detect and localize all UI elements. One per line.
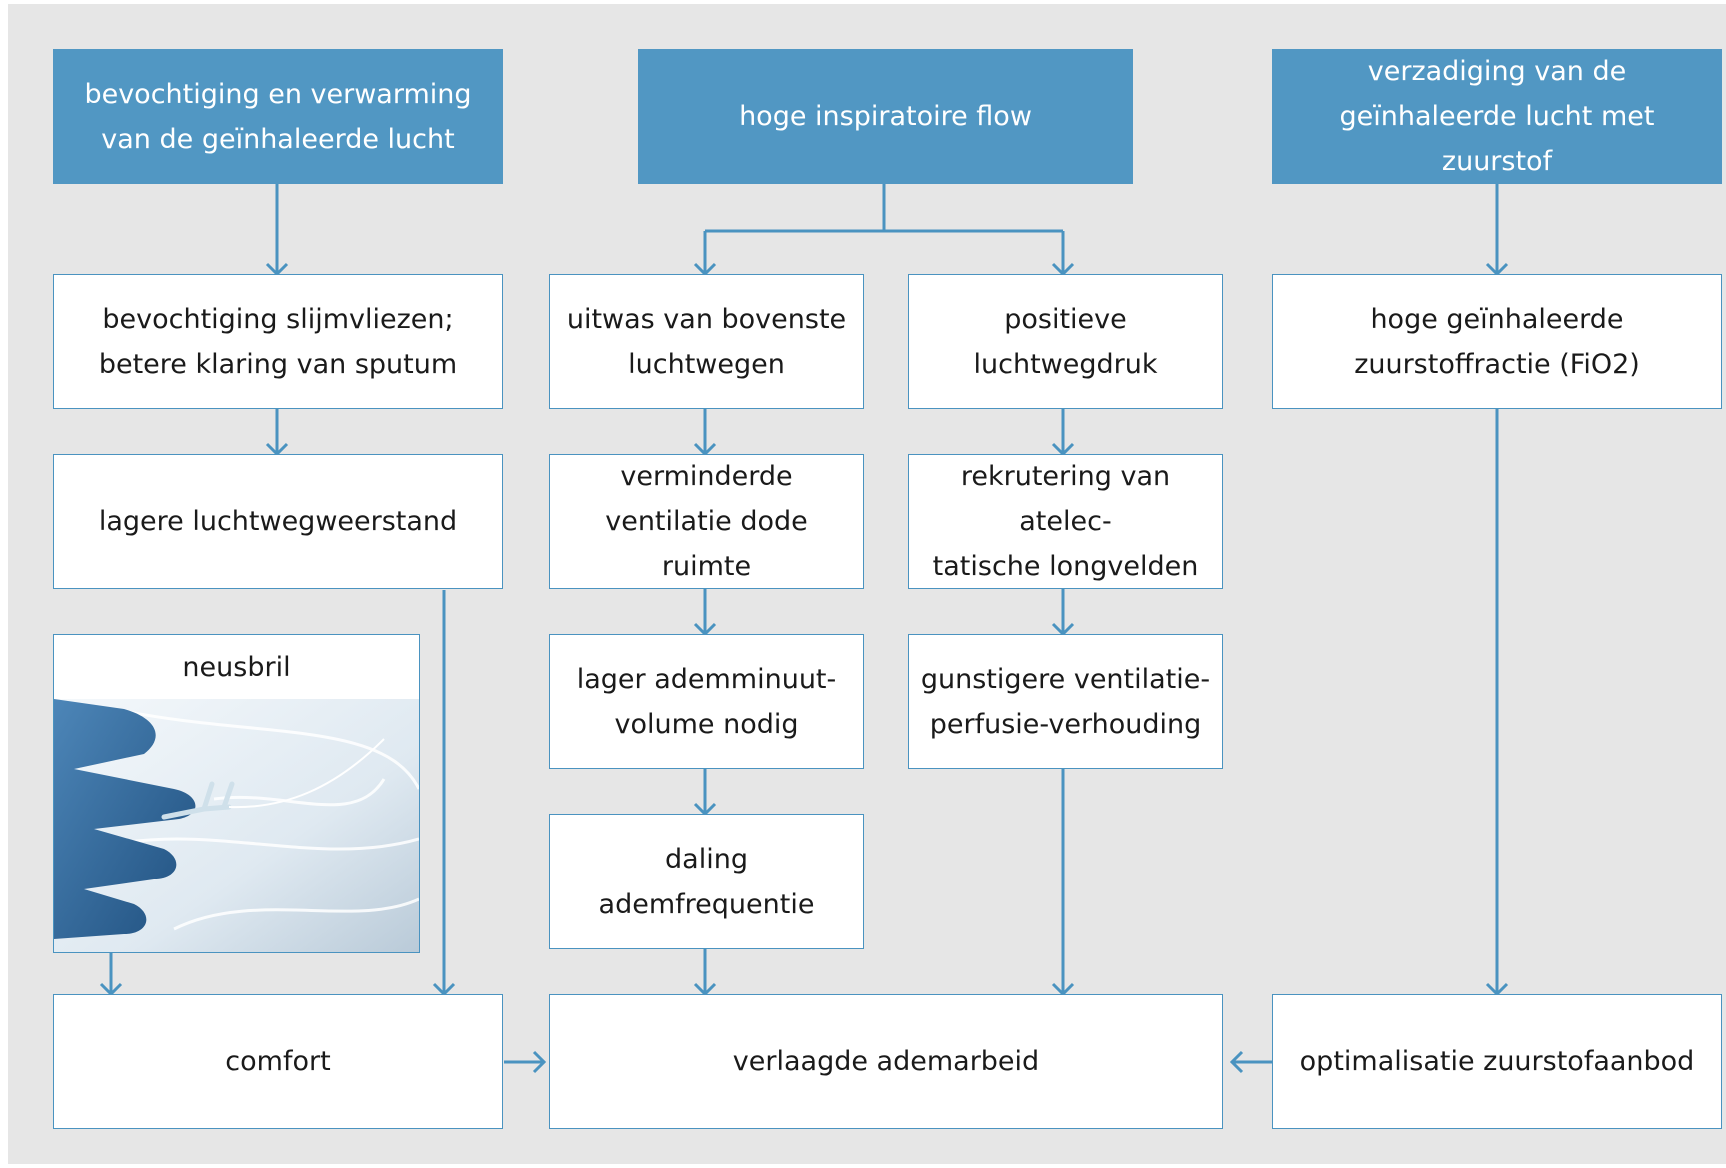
- node-atelectasis-recruitment: rekrutering van atelec- tatische longvel…: [908, 454, 1223, 589]
- header-high-flow: hoge inspiratoire flow: [638, 49, 1133, 184]
- node-optimized-oxygen-supply: optimalisatie zuurstofaanbod: [1272, 994, 1722, 1129]
- header-oxygen-saturation: verzadiging van de geïnhaleerde lucht me…: [1272, 49, 1722, 184]
- node-reduced-work-of-breathing: verlaagde ademarbeid: [549, 994, 1223, 1129]
- header-humidification: bevochtiging en verwarming van de geïnha…: [53, 49, 503, 184]
- node-lower-minute-volume: lager ademminuut- volume nodig: [549, 634, 864, 769]
- node-high-fio2: hoge geïnhaleerde zuurstoffractie (FiO2): [1272, 274, 1722, 409]
- node-reduced-dead-space: verminderde ventilatie dode ruimte: [549, 454, 864, 589]
- node-frequency-decrease: daling ademfrequentie: [549, 814, 864, 949]
- node-upper-airway-washout: uitwas van bovenste luchtwegen: [549, 274, 864, 409]
- connector-arrows: [99, 184, 1509, 1074]
- node-better-vq-ratio: gunstigere ventilatie- perfusie-verhoudi…: [908, 634, 1223, 769]
- nasal-cannula-photo: [53, 699, 420, 953]
- node-positive-airway-pressure: positieve luchtwegdruk: [908, 274, 1223, 409]
- photo-label-neusbril: neusbril: [53, 634, 420, 700]
- diagram-canvas: bevochtiging en verwarming van de geïnha…: [8, 4, 1726, 1164]
- node-comfort: comfort: [53, 994, 503, 1129]
- node-mucosa-humidification: bevochtiging slijmvliezen; betere klarin…: [53, 274, 503, 409]
- node-lower-airway-resistance: lagere luchtwegweerstand: [53, 454, 503, 589]
